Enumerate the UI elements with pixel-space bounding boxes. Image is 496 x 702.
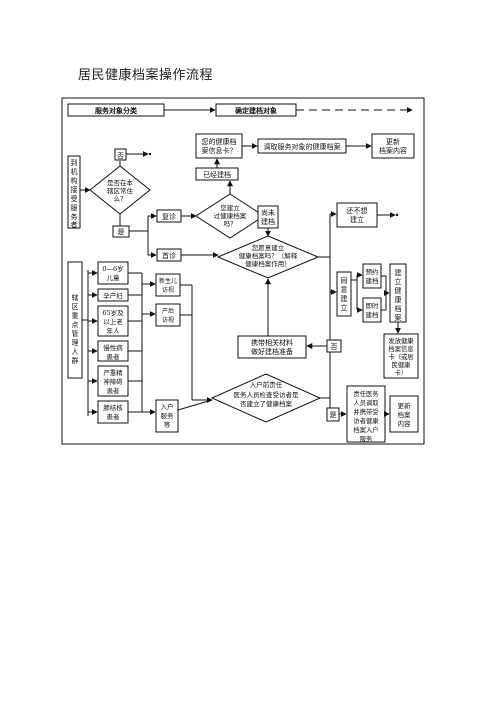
your-card-q-text: 您的健康档案信息卡？ — [202, 137, 237, 155]
outer-frame — [61, 97, 425, 445]
update-file-text: 更新档案内容 — [379, 137, 407, 155]
key-group-text: 辖区重点管理人群 — [72, 293, 79, 365]
update-bottom-text: 更新档案内容 — [398, 401, 412, 428]
already-filed-q-text: 您建立过健康档案吗？ — [214, 203, 247, 228]
not-filed-text: 尚未建档 — [261, 208, 275, 226]
already-filed-text: 已经建档 — [203, 170, 231, 179]
create-file-text: 建立健康档案 — [395, 268, 402, 322]
group-child-text: 0—6岁儿童 — [102, 264, 123, 282]
not-want-text: 还不想建立 — [347, 206, 368, 224]
visit-source-box — [67, 155, 81, 229]
postpartum-visit-text: 产后访视 — [162, 307, 174, 324]
issue-card-text: 发放健康档案信息卡（或居民健康卡） — [388, 336, 414, 377]
household-diamond — [210, 373, 322, 423]
group-mental-text: 严重精神障碍患者 — [104, 368, 124, 395]
yes-bottom-text: 是 — [330, 411, 337, 419]
agree-box — [336, 271, 352, 317]
issue-card-box — [383, 333, 419, 379]
home-service-text: 入户服务等 — [161, 402, 175, 429]
revisit-text: 复诊 — [162, 212, 176, 221]
appointment-text: 预约建档 — [366, 267, 379, 285]
responsible-text: 责任医务人员调取并携带受访者健康档案入户服务 — [353, 389, 379, 443]
willing-diamond — [216, 235, 320, 279]
agree-text: 同意建立 — [341, 277, 348, 312]
already-filed-diamond — [195, 193, 265, 239]
retrieve-file-text: 调取服务对象的健康档案 — [264, 142, 341, 151]
update-bottom-box — [389, 395, 419, 433]
newborn-visit-text: 新生儿访视 — [159, 277, 177, 294]
page-title: 居民健康档案操作流程 — [78, 68, 214, 83]
not-want-box — [336, 202, 378, 228]
bring-materials-box — [237, 335, 307, 359]
willing-q-text: 您愿意建立健康档案吗？（解释健康档案作用） — [239, 243, 298, 268]
group-mental-box — [97, 365, 129, 397]
home-service-box — [155, 399, 179, 433]
immediate-text: 即时建档 — [366, 301, 380, 319]
first-visit-text: 首诊 — [162, 251, 176, 260]
resident-question-text: 是否在本辖区常住么？ — [107, 178, 134, 203]
no-right-text: 否 — [331, 343, 338, 351]
group-chronic-text: 慢性病患者 — [103, 343, 123, 361]
your-card-box — [195, 133, 243, 159]
update-file-box — [371, 133, 415, 159]
no-top-text: 否 — [117, 152, 124, 160]
group-elderly-text: 65岁及以上老年人 — [102, 308, 124, 335]
household-text: 入户前责任医务人员检查受访者是否建立了健康档案 — [234, 380, 300, 408]
yes-left-text: 是 — [118, 228, 125, 236]
service-class-label: 服务对象分类 — [95, 106, 138, 115]
group-pregnant-text: 孕产妇 — [103, 291, 123, 300]
visit-source-text: 到机构接受服务者 — [71, 159, 78, 229]
determine-file-label: 确定建档对象 — [235, 106, 277, 115]
group-tb-text: 肺结核患者 — [103, 403, 123, 421]
bring-materials-text: 携带相关材料做好建档准备 — [251, 338, 293, 356]
